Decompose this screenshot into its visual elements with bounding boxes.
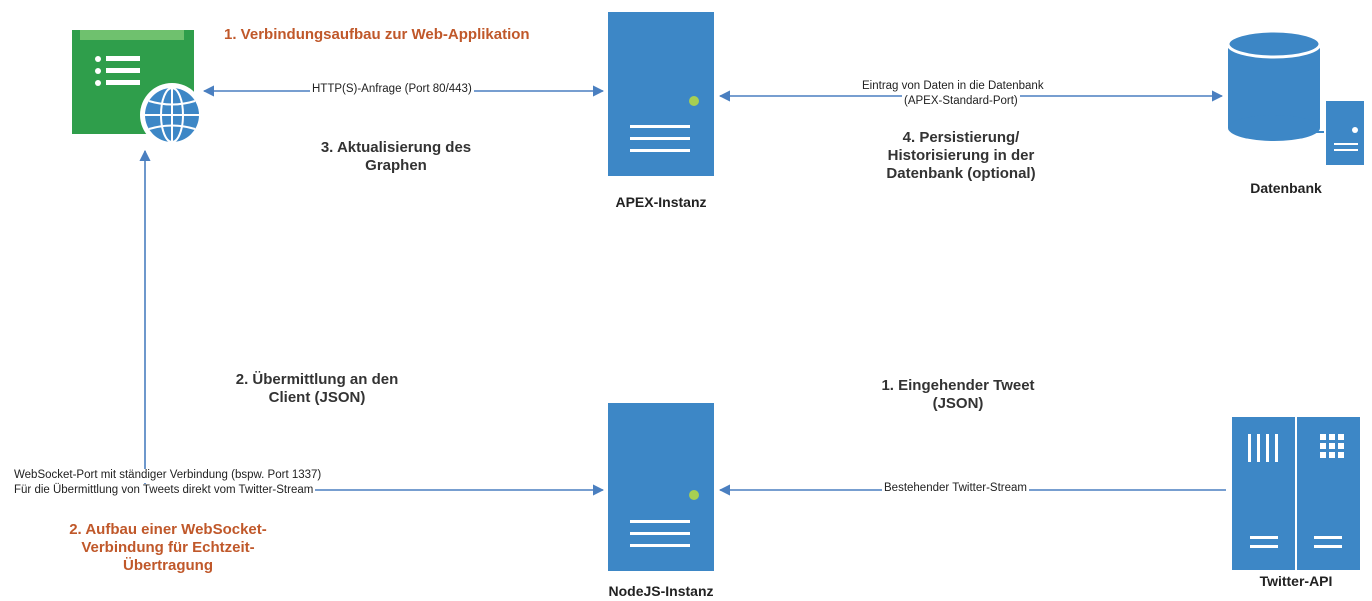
step3-label-line1: 3. Aktualisierung des [320, 139, 472, 156]
step4-label-line1: 4. Persistierung/ [902, 129, 1020, 146]
step2-client-label: 2. Übermittlung an den Client (JSON) [222, 371, 412, 407]
database-server-icon [1324, 99, 1366, 167]
step4-label: 4. Persistierung/ Historisierung in der … [866, 129, 1056, 183]
db-entry-label-1: Eintrag von Daten in die Datenbank [860, 80, 1046, 94]
step2-websocket-label-line1: 2. Aufbau einer WebSocket- [69, 521, 267, 538]
step1-tweet-label: 1. Eingehender Tweet (JSON) [870, 377, 1046, 413]
step1-web-label: 1. Verbindungsaufbau zur Web-Applikation [224, 26, 530, 43]
step1-tweet-label-line2: (JSON) [932, 395, 984, 412]
apex-label: APEX-Instanz [615, 194, 707, 210]
step4-label-line2: Historisierung in der [887, 147, 1035, 164]
web-application-icon [72, 30, 194, 134]
websocket-label-2: Für die Übermittlung von Tweets direkt v… [12, 484, 316, 498]
database-icon [1226, 29, 1325, 141]
step2-client-label-line2: Client (JSON) [268, 389, 366, 406]
step4-label-line3: Datenbank (optional) [886, 165, 1036, 182]
apex-server-icon [608, 12, 714, 176]
twitter-api-label: Twitter-API [1259, 573, 1333, 589]
nodejs-server-icon [608, 403, 714, 571]
db-entry-label-2: (APEX-Standard-Port) [902, 95, 1020, 109]
nodejs-label: NodeJS-Instanz [608, 583, 714, 599]
database-label: Datenbank [1250, 180, 1322, 196]
step2-websocket-label-line3: Übertragung [123, 557, 213, 574]
http-request-label: HTTP(S)-Anfrage (Port 80/443) [310, 83, 474, 97]
step3-label: 3. Aktualisierung des Graphen [308, 139, 484, 175]
twitter-rack-icon [1232, 417, 1360, 570]
step2-websocket-label: 2. Aufbau einer WebSocket- Verbindung fü… [52, 521, 284, 575]
step3-label-line2: Graphen [365, 157, 427, 174]
twitter-stream-label: Bestehender Twitter-Stream [882, 482, 1029, 496]
step2-client-label-line1: 2. Übermittlung an den [235, 371, 399, 388]
step1-tweet-label-line1: 1. Eingehender Tweet [881, 377, 1035, 394]
step2-websocket-label-line2: Verbindung für Echtzeit- [81, 539, 255, 556]
websocket-label-1: WebSocket-Port mit ständiger Verbindung … [12, 469, 324, 483]
globe-icon [140, 83, 204, 147]
